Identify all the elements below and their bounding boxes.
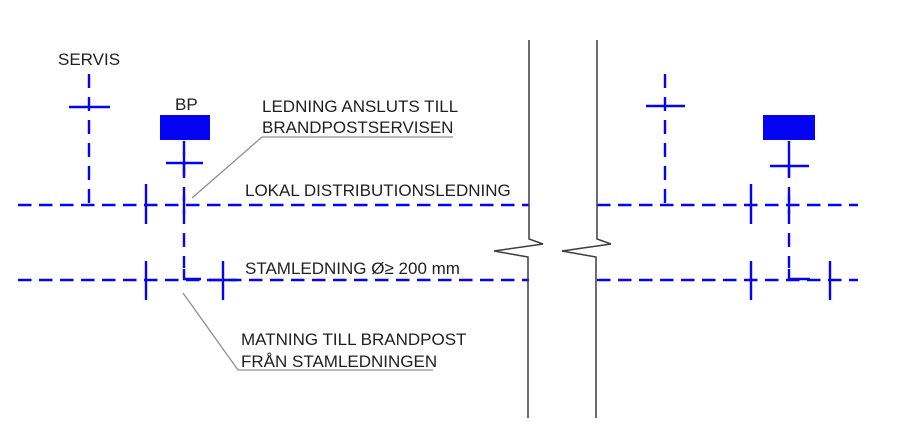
matning-label-line2: FRÅN STAMLEDNINGEN	[241, 352, 437, 371]
ledning-ansluts-label-line1: LEDNING ANSLUTS TILL	[262, 97, 458, 116]
break-mark-right	[561, 40, 612, 418]
hydrant-symbol-left	[160, 115, 210, 140]
hydrant-feed-elbow-right	[787, 269, 810, 281]
hydrant-symbol-right	[763, 115, 815, 140]
servis-label: SERVIS	[58, 50, 120, 69]
break-mark-left	[493, 40, 544, 418]
hydrant-feed-elbow-left	[182, 269, 201, 281]
ledning-ansluts-label-line2: BRANDPOSTSERVISEN	[262, 118, 453, 137]
lokal-distributionsledning-label: LOKAL DISTRIBUTIONSLEDNING	[245, 181, 511, 200]
stamledning-label: STAMLEDNING Ø≥ 200 mm	[245, 259, 460, 278]
bp-label: BP	[175, 95, 198, 114]
matning-label-line1: MATNING TILL BRANDPOST	[241, 330, 466, 349]
leader-matning	[182, 292, 433, 371]
leader-ledning-ansluts	[191, 136, 453, 199]
